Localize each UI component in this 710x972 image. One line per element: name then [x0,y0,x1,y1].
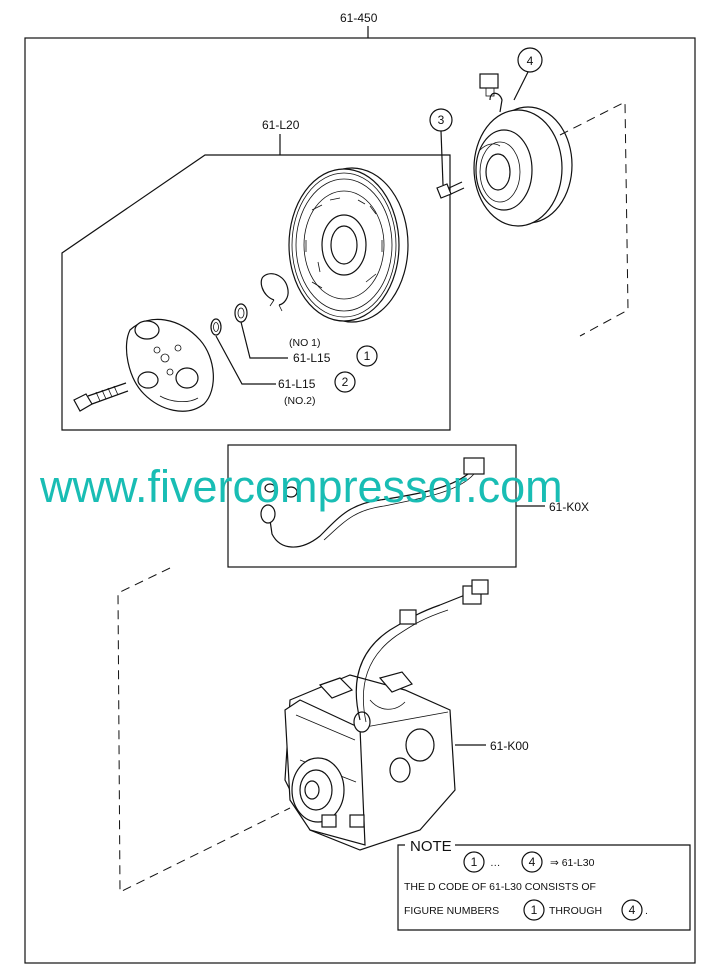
outer-frame [24,37,696,964]
shim-2-code: 61-L15 [278,377,316,391]
shim-1-code: 61-L15 [293,351,331,365]
watermark: www.fivercompressor.com [39,461,563,512]
callout-3: 3 [438,113,445,127]
shim-2-variant: (NO.2) [284,395,316,407]
note-line-3b: THROUGH [549,905,602,917]
callout-1-circle [356,345,378,367]
shim-no2 [210,318,222,336]
clutch-group-label: 61-L20 [262,118,300,132]
pulley [288,167,409,323]
compressor-label: 61-K00 [490,739,529,753]
center-bolt [73,382,129,412]
alignment-line-upper [559,101,629,337]
callout-2-circle [334,371,356,393]
note-ellipsis: … [490,857,501,869]
callout-4-circle [517,47,543,73]
coil-bolt [436,181,465,199]
note-line-3-end: . [645,905,648,917]
note-box: NOTE 1 … 4 ⇒ 61-L30 THE D CODE OF 61-L30… [397,838,691,931]
harness-label: 61-K0X [549,500,589,514]
note-line-3a: FIGURE NUMBERS [404,905,499,917]
field-coil [473,73,573,227]
wiring-harness-group: 61-K0X [227,444,589,568]
note-arrow-target: ⇒ 61-L30 [550,857,595,869]
clutch-pulley-group: 61-L20 [61,118,451,431]
callout-2: 2 [342,375,349,389]
alignment-line-lower [117,567,291,893]
shim-1-variant: (NO 1) [289,337,321,349]
callout-1: 1 [364,349,371,363]
shim-no1 [234,303,248,323]
note-callout-1b: 1 [531,903,538,917]
armature-plate [125,318,214,412]
note-callout-4: 4 [529,855,536,869]
note-callout-4b: 4 [629,903,636,917]
compressor-body [284,579,489,851]
note-callout-1: 1 [471,855,478,869]
note-heading: NOTE [410,838,452,855]
assembly-code: 61-450 [340,11,378,25]
snap-ring [260,273,289,306]
note-line-2: THE D CODE OF 61-L30 CONSISTS OF [404,881,596,893]
callout-4: 4 [527,54,534,68]
